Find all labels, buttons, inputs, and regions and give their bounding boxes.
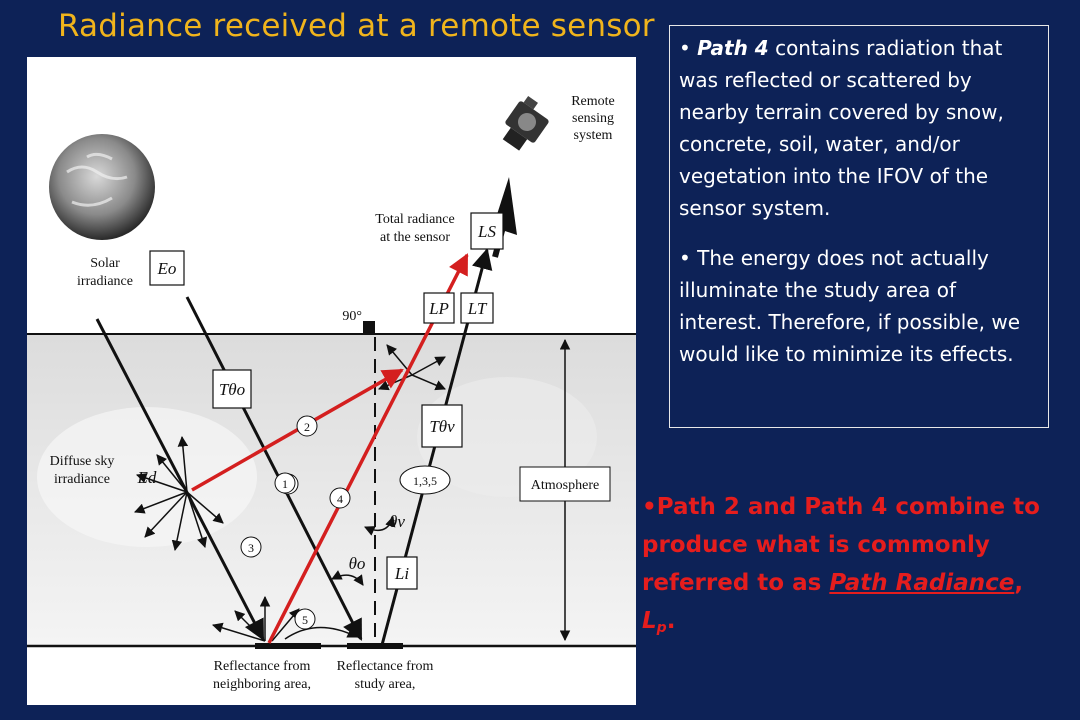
path-5-curve	[284, 626, 358, 640]
solar-irradiance-line2: irradiance	[77, 274, 133, 289]
path-num-2b: 2	[304, 420, 310, 434]
li-symbol: Li	[394, 564, 409, 583]
reflect-study-line1: Reflectance from	[337, 659, 434, 674]
note-paragraph-2-text: The energy does not actually illuminate …	[679, 246, 1021, 366]
path-4-note-box: • Path 4 contains radiation that was ref…	[669, 25, 1049, 428]
total-radiance-line1: Total radiance	[375, 212, 454, 227]
sun-image	[49, 134, 155, 240]
t-theta-v-symbol: Tθv	[429, 417, 455, 436]
total-radiance-line2: at the sensor	[380, 230, 450, 245]
reflect-neighbor-line2: neighboring area,	[213, 677, 311, 692]
callout-symbol: L	[642, 608, 657, 634]
radiance-diagram: Atmosphere Eo LS LP LT Tθo Tθv Li Ed θv …	[27, 57, 636, 705]
path-135-label: 1,3,5	[413, 474, 437, 488]
path-radiance-callout: •Path 2 and Path 4 combine to produce wh…	[642, 494, 1040, 636]
callout-lead-text: Path 2 and Path 4 combine to produce wha…	[642, 494, 1040, 596]
path-circle-3	[240, 536, 262, 558]
note-paragraph-1: • Path 4 contains radiation that was ref…	[679, 36, 1004, 220]
theta-v-label: θv	[389, 512, 405, 531]
atmosphere-label-box	[519, 466, 611, 502]
path-num-5: 5	[302, 613, 308, 627]
camera-icon	[502, 95, 549, 151]
right-angle-label: 90°	[342, 309, 362, 324]
diffuse-sky-line1: Diffuse sky	[50, 454, 115, 469]
path-circle-2	[296, 415, 318, 437]
lt-box	[460, 292, 494, 324]
lp-box	[423, 292, 455, 324]
remote-sensing-line1: Remote	[571, 94, 615, 109]
remote-sensing-line3: system	[574, 128, 613, 143]
beam-path-3	[95, 318, 265, 641]
path-num-4: 4	[337, 492, 343, 506]
path-num-3: 3	[248, 541, 254, 555]
slide-title: Radiance received at a remote sensor	[58, 8, 655, 44]
callout-separator: ,	[1014, 570, 1024, 596]
diffuse-sky-line2: irradiance	[54, 472, 110, 487]
path-2-red	[191, 368, 404, 492]
note-paragraph-1-text: contains radiation that was reflected or…	[679, 36, 1004, 220]
remote-sensing-line2: sensing	[572, 111, 614, 126]
path-135-oval	[399, 465, 451, 495]
theta-o-label: θo	[349, 554, 366, 573]
solar-irradiance-line1: Solar	[90, 256, 120, 271]
theta-o-arc	[331, 570, 364, 586]
lp-symbol: LP	[428, 299, 449, 318]
t-theta-v-box	[421, 404, 463, 448]
theta-v-arc	[364, 515, 396, 536]
diffuse-scatter-star	[134, 435, 224, 552]
lt-symbol: LT	[467, 299, 488, 318]
reflect-study-line2: study area,	[355, 677, 416, 692]
callout-term: Path Radiance	[829, 570, 1015, 596]
path-circle-1	[274, 472, 296, 494]
ls-box	[470, 212, 504, 250]
t-theta-o-box	[212, 369, 252, 409]
path-num-1: 1	[282, 477, 288, 491]
ls-symbol: LS	[477, 222, 496, 241]
t-theta-o-symbol: Tθo	[219, 380, 245, 399]
path-circle-5	[294, 608, 316, 630]
neighbor-area-bar	[255, 643, 321, 649]
callout-subscript: p	[656, 620, 667, 636]
eo-box	[149, 250, 185, 286]
right-angle-mark	[363, 321, 375, 333]
atmosphere-label: Atmosphere	[531, 478, 599, 493]
reflect-neighbor-line1: Reflectance from	[214, 659, 311, 674]
li-box	[386, 556, 418, 590]
callout-end: .	[666, 608, 676, 634]
path-circle-4	[329, 487, 351, 509]
ground-scatter	[211, 595, 300, 642]
eo-symbol: Eo	[157, 259, 177, 278]
study-area-bar	[347, 643, 403, 649]
note-path-4-emphasis: Path 4	[697, 36, 769, 60]
note-paragraph-2: • The energy does not actually illuminat…	[679, 246, 1021, 366]
ed-symbol: Ed	[137, 468, 157, 487]
diagram-svg: Atmosphere Eo LS LP LT Tθo Tθv Li Ed θv …	[27, 94, 636, 692]
